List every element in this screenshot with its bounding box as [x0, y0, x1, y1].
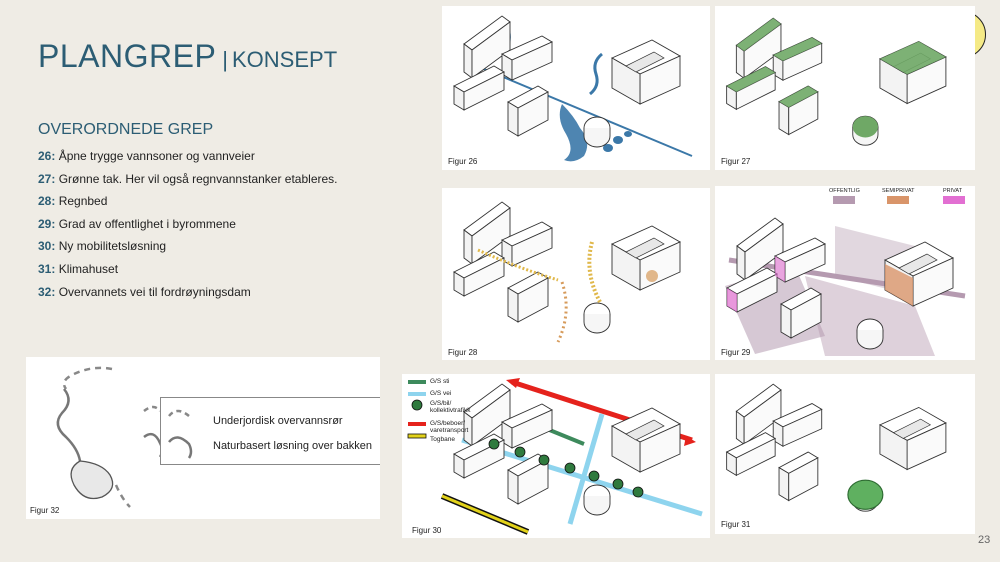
list-item: 28: Regnbed	[38, 194, 108, 209]
legend-privat: PRIVAT	[943, 188, 963, 194]
legend-semiprivat: SEMIPRIVAT	[882, 188, 915, 194]
figure-28-caption: Figur 28	[448, 348, 478, 357]
figure-31-sketch	[726, 383, 947, 512]
list-item: 30: Ny mobilitetsløsning	[38, 239, 167, 254]
list-item: 26: Åpne trygge vannsoner og vannveier	[38, 149, 255, 163]
list-item: 31: Klimahuset	[38, 261, 119, 276]
figure-30-panel: G/S sti G/S vei G/S/bil/ kollektivtrafik…	[402, 374, 710, 538]
figure-26-panel: Figur 26	[442, 6, 710, 170]
list-item: 29: Grad av offentlighet i byrommene	[38, 216, 236, 231]
figure-29-sketch	[725, 196, 966, 356]
section-subtitle: OVERORDNEDE GREP	[38, 121, 214, 138]
figure-32-caption: Figur 32	[30, 506, 60, 515]
figure-26-sketch	[453, 15, 693, 162]
legend-gs-vei: G/S vei	[430, 390, 452, 397]
page-title: PLANGREP|KONSEPT	[38, 38, 337, 75]
title-main: PLANGREP	[38, 38, 217, 74]
legend-offentlig: OFFENTLIG	[829, 188, 860, 194]
principles-list: 26: Åpne trygge vannsoner og vannveier 2…	[38, 148, 338, 306]
figure-28-panel: Figur 28	[442, 188, 710, 360]
figure-32-panel: Underjordisk overvannsrør Naturbasert lø…	[26, 357, 380, 519]
title-sub: KONSEPT	[232, 47, 338, 72]
figure-26-caption: Figur 26	[448, 157, 478, 166]
figure-27-sketch	[726, 17, 947, 146]
figure-29-caption: Figur 29	[721, 348, 751, 357]
figure-27-caption: Figur 27	[721, 157, 751, 166]
list-item: 27: Grønne tak. Her vil også regnvannsta…	[38, 171, 338, 186]
figure-30-sketch	[407, 378, 703, 535]
legend-swatch-offentlig	[833, 196, 855, 204]
figure-31-panel: Figur 31	[715, 374, 975, 534]
list-item: 32: Overvannets vei til fordrøyningsdam	[38, 284, 251, 299]
legend-swatch-privat	[943, 196, 965, 204]
figure-27-panel: Figur 27	[715, 6, 975, 170]
legend-gs-beboer-varetransport: G/S/beboer/ varetransport	[430, 420, 469, 434]
figure-32-legend: Underjordisk overvannsrør Naturbasert lø…	[160, 397, 380, 465]
title-separator: |	[222, 47, 228, 72]
legend-underground-pipe: Underjordisk overvannsrør	[213, 415, 343, 427]
legend-swatch-semiprivat	[887, 196, 909, 204]
legend-gs-bil-kollektiv: G/S/bil/ kollektivtrafikk	[430, 400, 471, 414]
figure-30-caption: Figur 30	[412, 526, 442, 535]
figure-31-caption: Figur 31	[721, 520, 751, 529]
figure-29-panel: OFFENTLIG SEMIPRIVAT PRIVAT Figur 29	[715, 186, 975, 360]
legend-togbane: Togbane	[430, 436, 455, 443]
figure-28-sketch	[453, 201, 681, 343]
legend-lines-icon	[168, 409, 193, 459]
legend-gs-sti: G/S sti	[430, 378, 450, 385]
page-number: 23	[978, 534, 991, 546]
legend-nature-based: Naturbasert løsning over bakken	[213, 440, 372, 452]
